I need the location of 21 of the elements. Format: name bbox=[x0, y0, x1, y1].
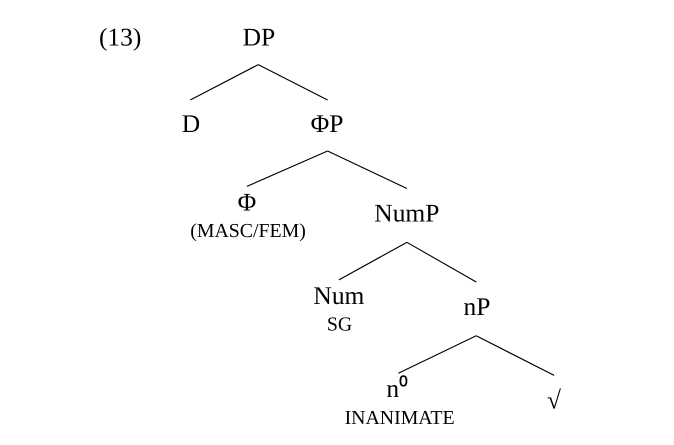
label: (13) bbox=[98, 22, 141, 52]
node-text: D bbox=[181, 108, 200, 138]
node-label: INANIMATE bbox=[344, 406, 454, 429]
node-label: (MASC/FEM) bbox=[190, 220, 306, 242]
connector bbox=[475, 335, 554, 376]
connector bbox=[190, 64, 258, 101]
connector bbox=[406, 242, 476, 282]
node-text: √ bbox=[546, 386, 561, 415]
connector bbox=[398, 335, 476, 374]
connector bbox=[338, 242, 407, 280]
node-text: Φ bbox=[237, 187, 256, 216]
connector bbox=[246, 150, 328, 187]
node-text: ΦP bbox=[310, 108, 343, 138]
connector bbox=[326, 150, 407, 190]
node-text: NumP bbox=[374, 198, 439, 228]
node-label: SG bbox=[326, 313, 352, 336]
node-text: nP bbox=[463, 292, 490, 322]
node-text: Num bbox=[312, 280, 364, 310]
connector bbox=[257, 64, 328, 101]
node-text: n⁰ bbox=[386, 374, 408, 404]
node-text: DP bbox=[242, 22, 275, 52]
